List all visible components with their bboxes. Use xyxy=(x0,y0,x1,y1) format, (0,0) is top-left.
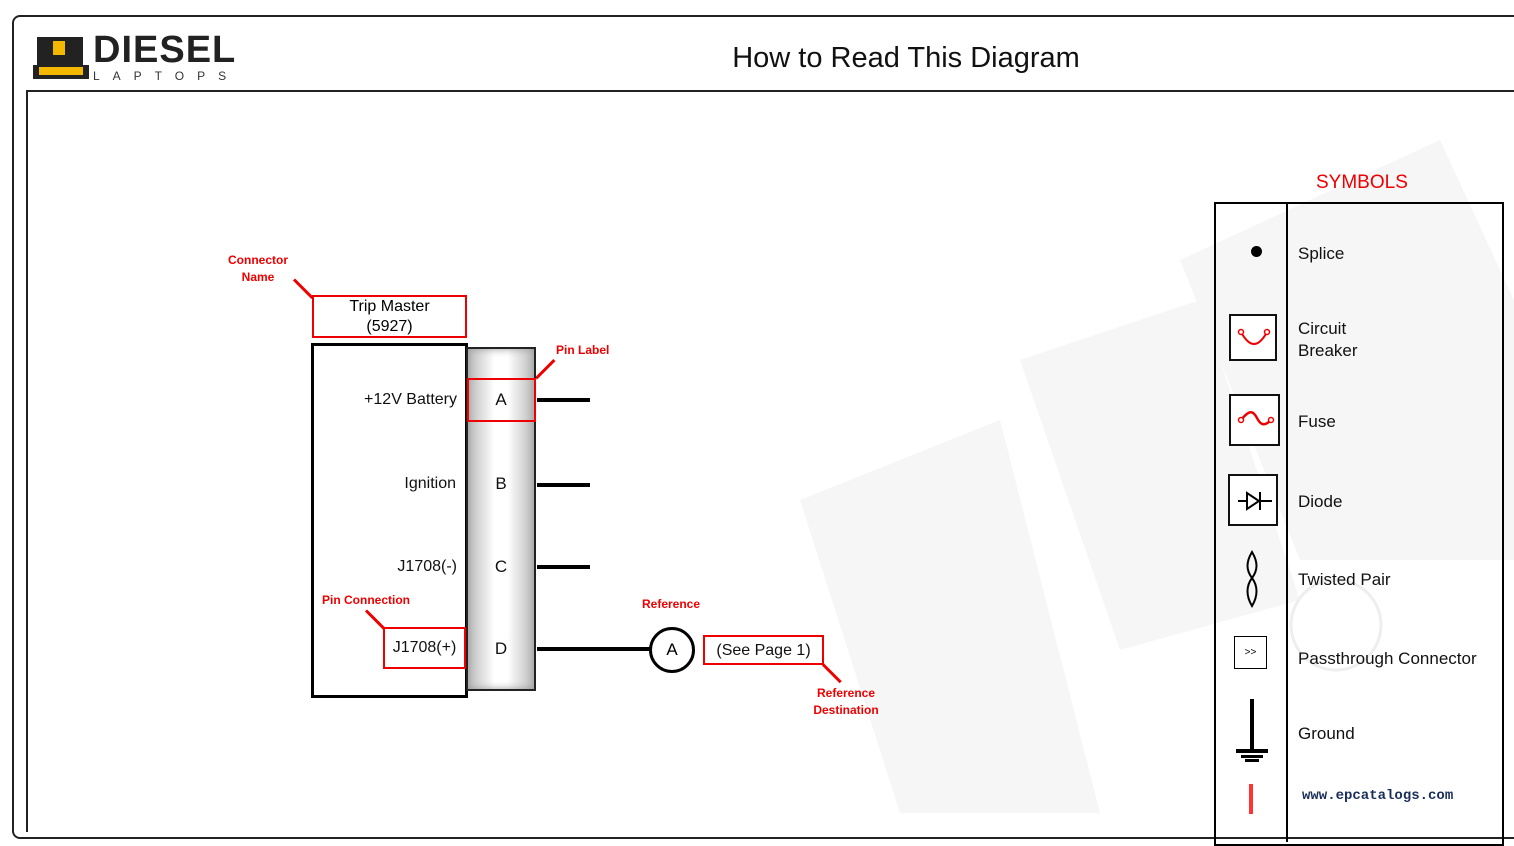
connector-name-box: Trip Master (5927) xyxy=(312,295,467,338)
pin-function: Ignition xyxy=(404,475,456,492)
pin-label: D xyxy=(494,639,508,658)
symbol-label: Fuse xyxy=(1298,412,1336,431)
wire-color-icon xyxy=(1249,784,1253,814)
wire xyxy=(537,398,590,402)
passthrough-connector-icon: >> xyxy=(1234,636,1267,669)
laptop-case-icon xyxy=(33,37,89,79)
symbol-label-line: Circuit xyxy=(1298,319,1347,338)
annotation-text: Reference xyxy=(816,686,876,700)
pin-label: C xyxy=(494,557,508,576)
circuit-breaker-icon xyxy=(1229,314,1277,361)
symbol-label: Diode xyxy=(1298,492,1343,511)
logo: DIESEL LAPTOPS xyxy=(33,29,253,85)
reference-destination-box: (See Page 1) xyxy=(703,635,824,665)
pin-column xyxy=(466,347,536,691)
connector-number: (5927) xyxy=(366,318,413,335)
pin-label-highlight xyxy=(467,378,536,422)
logo-sub: LAPTOPS xyxy=(93,69,240,83)
symbol-label: Passthrough Connector xyxy=(1298,649,1477,668)
pin-function: +12V Battery xyxy=(364,391,457,408)
ground-icon xyxy=(1236,699,1268,762)
wire xyxy=(537,565,590,569)
pin-label: B xyxy=(495,474,507,493)
annotation-pin-connection: Pin Connection xyxy=(322,593,410,607)
annotation-reference: Reference xyxy=(642,597,701,611)
wire xyxy=(537,483,590,487)
connector-name: Trip Master xyxy=(349,298,430,315)
twisted-pair-icon xyxy=(1246,550,1258,608)
symbol-label-line: Breaker xyxy=(1298,341,1358,360)
pin-label: A xyxy=(495,390,507,409)
annotation-text: Destination xyxy=(813,703,879,717)
symbols-title: SYMBOLS xyxy=(1316,172,1408,193)
symbol-label: Splice xyxy=(1298,244,1345,263)
wire xyxy=(537,647,650,651)
pin-connection-box: J1708(+) xyxy=(383,627,466,669)
annotation-text: Name xyxy=(241,270,275,284)
reference-circle: A xyxy=(649,627,695,673)
annotation-pin-label: Pin Label xyxy=(556,343,610,357)
fuse-icon xyxy=(1229,394,1280,446)
pin-function: J1708(-) xyxy=(397,558,457,575)
logo-main: DIESEL xyxy=(93,29,237,71)
splice-icon xyxy=(1251,246,1262,257)
watermark-logo xyxy=(1289,578,1383,672)
annotation-text: Connector xyxy=(228,253,288,267)
watermark-url: www.epcatalogs.com xyxy=(1302,788,1454,804)
diode-icon xyxy=(1228,474,1278,526)
symbol-label: Twisted Pair xyxy=(1298,570,1391,589)
symbols-divider xyxy=(1286,202,1288,842)
symbol-label: Ground xyxy=(1298,724,1355,743)
page-title: How to Read This Diagram xyxy=(732,42,1080,74)
diagram-frame xyxy=(26,90,1514,832)
